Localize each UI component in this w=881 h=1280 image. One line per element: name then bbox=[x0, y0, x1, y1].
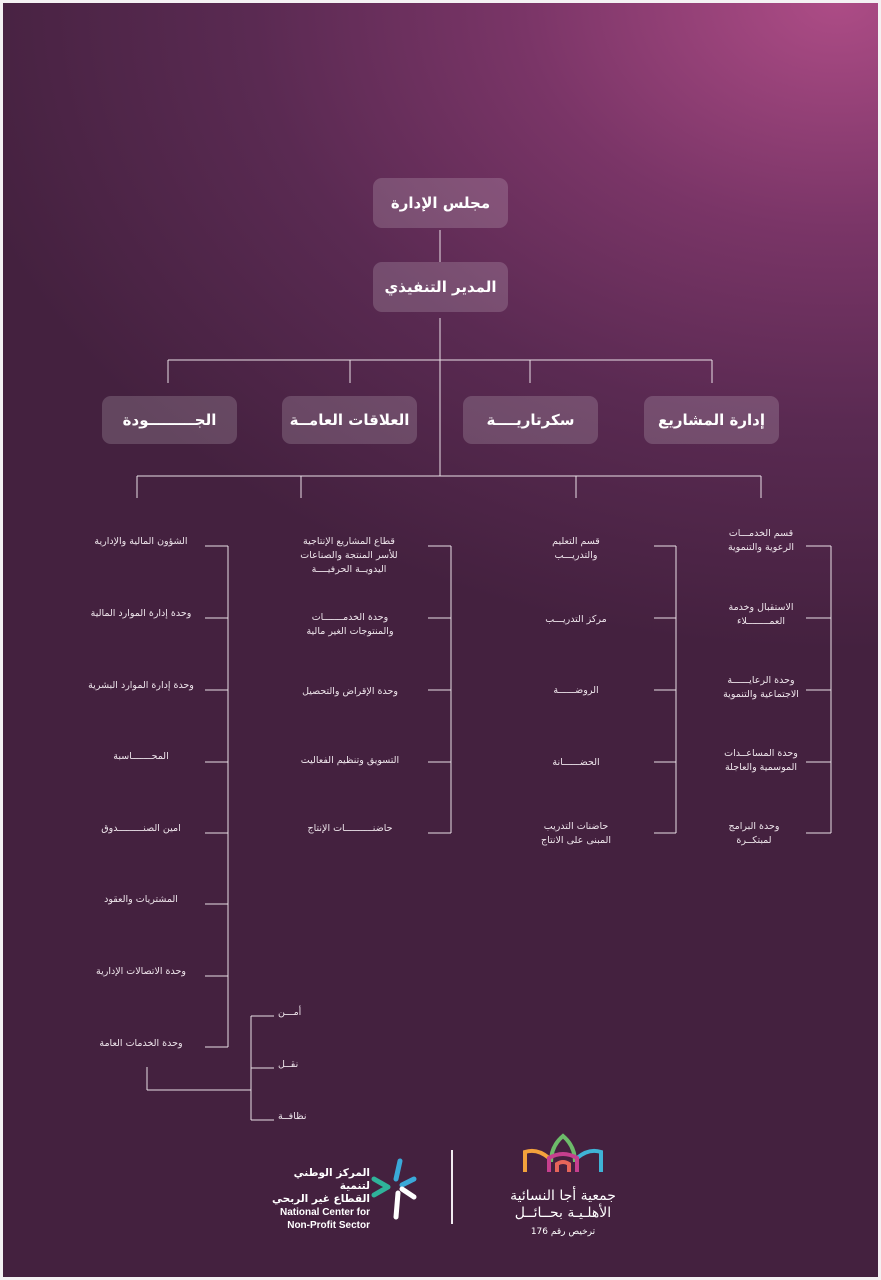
ncnp-arabic-line-2: القطاع غير الربحي bbox=[272, 1193, 370, 1205]
services-item-cleaning: نظافــة bbox=[278, 1111, 307, 1122]
projects-item-2: الاستقبال وخدمة العمــــــــلاء bbox=[728, 602, 794, 627]
quality-box: الجـــــــــودة bbox=[102, 396, 237, 444]
projects-management-box: إدارة المشاريع bbox=[644, 396, 779, 444]
secretariat-item-2: مركز التدريـــب bbox=[545, 614, 607, 625]
logo-divider bbox=[451, 1150, 453, 1224]
secretariat-item-5: حاضنات التدريب المبنى على الانتاج bbox=[540, 821, 612, 846]
quality-item-8: وحدة الخدمات العامة bbox=[99, 1038, 183, 1049]
executive-director-box: المدير التنفيذي bbox=[373, 262, 508, 312]
quality-item-7: وحدة الاتصالات الإدارية bbox=[96, 966, 186, 977]
quality-item-4: المحـــــــاسبة bbox=[113, 751, 169, 762]
quality-item-3: وحدة إدارة الموارد البشرية bbox=[88, 680, 194, 691]
secretariat-item-1: قسم التعليم والتدريـــب bbox=[552, 536, 600, 561]
secretariat-box: سكرتاريــــة bbox=[463, 396, 598, 444]
public-relations-box: العلاقات العامــة bbox=[282, 396, 417, 444]
services-item-security: أمـــن bbox=[278, 1007, 302, 1018]
association-logo-text: جمعية أجا النسائية الأهلـيـة بحــائــل ت… bbox=[495, 1188, 631, 1237]
association-name-line-2: الأهلـيـة بحــائــل bbox=[514, 1205, 612, 1221]
ncnp-arabic-line-1: المركز الوطني لتنمية bbox=[293, 1167, 370, 1192]
quality-item-2: وحدة إدارة الموارد المالية bbox=[90, 608, 192, 619]
projects-item-3: وحدة الرعايــــــة الاجتماعية والتنموية bbox=[723, 675, 799, 700]
projects-item-1: قسم الخدمـــات الرعوية والتنموية bbox=[727, 528, 795, 553]
secretariat-item-3: الروضــــــة bbox=[553, 685, 599, 696]
relations-item-5: حاضنــــــــــات الإنتاج bbox=[307, 823, 393, 834]
ncnp-english-line-2: Non-Profit Sector bbox=[287, 1220, 370, 1231]
quality-item-1: الشؤون المالية والإدارية bbox=[94, 536, 188, 547]
relations-item-3: وحدة الإقراض والتحصيل bbox=[302, 686, 398, 697]
ncnp-logo-text: المركز الوطني لتنمية القطاع غير الربحي N… bbox=[262, 1167, 370, 1232]
board-box: مجلس الإدارة bbox=[373, 178, 508, 228]
ncnp-english-line-1: National Center for bbox=[279, 1207, 370, 1218]
association-logo-icon bbox=[523, 1133, 603, 1172]
quality-item-5: امين الصنـــــــــدوق bbox=[101, 823, 181, 834]
association-name-line-1: جمعية أجا النسائية bbox=[510, 1188, 616, 1204]
projects-item-5: وحدة البرامج لمبتكــرة bbox=[728, 821, 780, 846]
license-number: ترخيص رقم 176 bbox=[530, 1227, 596, 1237]
quality-item-6: المشتريات والعقود bbox=[104, 894, 178, 905]
secretariat-item-4: الحضــــــانة bbox=[552, 757, 600, 768]
ncnp-logo-icon bbox=[371, 1158, 417, 1220]
projects-item-4: وحدة المساعــدات الموسمية والعاجلة bbox=[724, 748, 798, 773]
relations-item-1: قطاع المشاريع الإنتاجية للأسر المنتجة وا… bbox=[300, 536, 398, 575]
services-item-transport: نقــل bbox=[278, 1059, 299, 1070]
relations-item-2: وحدة الخدمـــــــات والمنتوجات الغير مال… bbox=[306, 612, 394, 637]
relations-item-4: التسويق وتنظيم الفعاليت bbox=[300, 755, 400, 766]
